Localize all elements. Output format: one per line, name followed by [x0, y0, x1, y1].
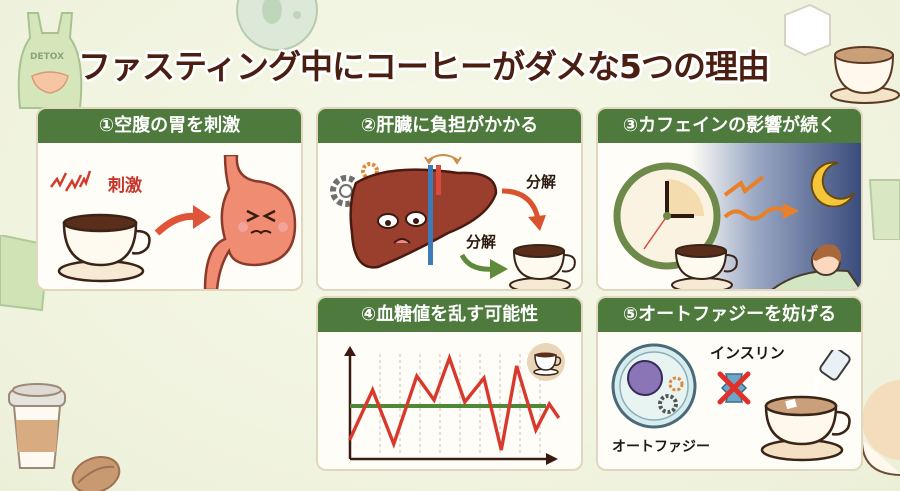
coffee-cup-icon	[670, 239, 740, 289]
latte-cup-icon	[825, 15, 900, 105]
takeaway-cup-icon	[6, 380, 68, 475]
arrow-icon	[460, 251, 510, 281]
line-chart-icon	[340, 344, 560, 466]
card-autophagy: ⑤オートファジーを妨げる インスリン オートファジー	[596, 296, 863, 471]
stimulus-label: 刺激	[108, 176, 142, 196]
page-title: ファスティング中にコーヒーがダメな5つの理由	[78, 47, 770, 86]
card-heading: ①空腹の胃を刺激	[38, 109, 301, 143]
bacteria-bubble-icon	[232, 0, 322, 55]
coffee-bean-icon	[70, 455, 122, 491]
card-heading: ③カフェインの影響が続く	[598, 109, 861, 143]
clock-icon	[612, 161, 722, 271]
card-liver: ②肝臓に負担がかかる 分解 分解	[316, 107, 583, 291]
coffee-cup-icon	[508, 237, 580, 289]
arrow-icon	[498, 185, 548, 235]
card-heading: ④血糖値を乱す可能性	[318, 298, 581, 332]
coffee-badge-icon	[526, 342, 566, 382]
card-heading: ⑤オートファジーを妨げる	[598, 298, 861, 332]
insulin-blocked-icon	[714, 368, 754, 408]
cell-icon	[610, 342, 698, 430]
sugar-cube-icon	[775, 0, 835, 60]
detox-label: DETOX	[30, 52, 65, 62]
decompose-label-bottom: 分解	[466, 233, 497, 251]
card-stomach: ①空腹の胃を刺激 刺激	[36, 107, 303, 291]
sugar-coffee-icon	[760, 350, 860, 465]
herbal-tea-glass-icon	[868, 160, 900, 240]
wavy-arrow-icon	[723, 173, 803, 223]
card-caffeine: ③カフェインの影響が続く	[596, 107, 863, 291]
zigzag-icon	[48, 165, 93, 195]
coffee-cup-bg-icon	[862, 380, 900, 480]
sleeping-person-icon	[768, 237, 861, 289]
decompose-label-top: 分解	[526, 173, 557, 191]
detox-bottle-icon	[10, 8, 90, 118]
insulin-label: インスリン	[710, 344, 785, 362]
liver-icon	[348, 163, 498, 278]
arrow-icon	[153, 203, 213, 238]
card-heading: ②肝臓に負担がかかる	[318, 109, 581, 143]
card-blood-sugar: ④血糖値を乱す可能性	[316, 296, 583, 471]
moon-icon	[810, 161, 856, 207]
double-arrow-icon	[423, 147, 463, 167]
autophagy-label: オートファジー	[612, 439, 710, 455]
coffee-cup-icon	[56, 203, 156, 283]
stomach-icon	[203, 155, 301, 289]
